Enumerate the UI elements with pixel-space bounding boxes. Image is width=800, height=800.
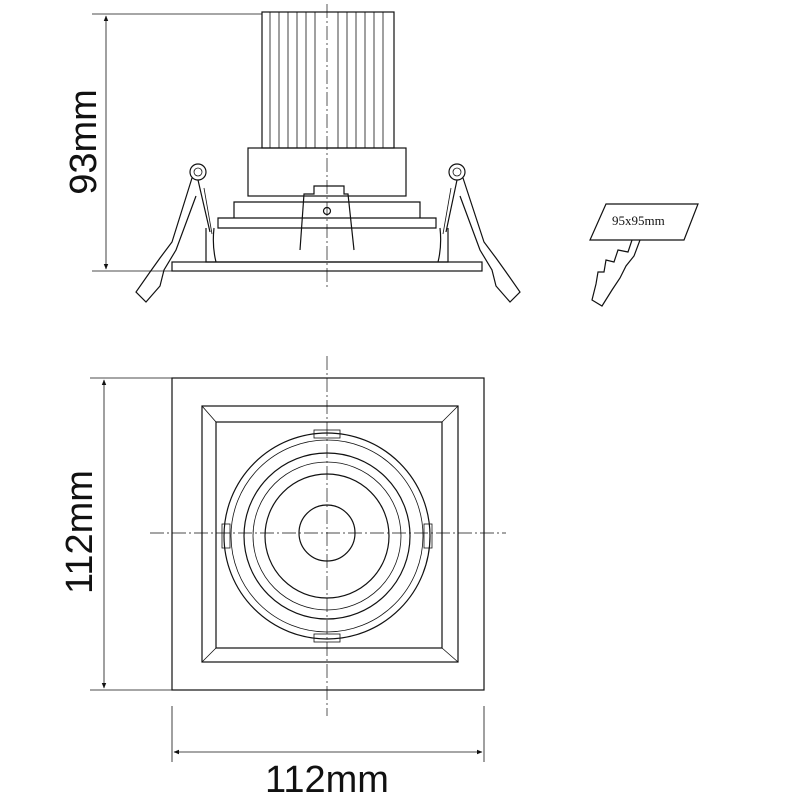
horizontal-dimension: 112mm (171, 706, 485, 800)
right-spring-clip (442, 163, 521, 303)
vertical-dimension: 112mm (59, 377, 172, 691)
inner-frame-outer (201, 405, 459, 663)
cutout-label: 95x95mm (612, 213, 665, 228)
inner-frame-inner (215, 421, 443, 649)
heatsink (261, 11, 395, 149)
side-view (135, 4, 521, 303)
height-dimension: 93mm (63, 13, 262, 272)
height-label: 93mm (63, 89, 105, 195)
horizontal-width-label: 112mm (265, 759, 389, 800)
center-bracket (299, 185, 355, 251)
outer-trim (171, 377, 485, 691)
vertical-width-label: 112mm (59, 470, 101, 594)
front-view (150, 356, 506, 716)
left-spring-clip (135, 163, 213, 303)
cutout-callout: 95x95mm (589, 203, 699, 307)
